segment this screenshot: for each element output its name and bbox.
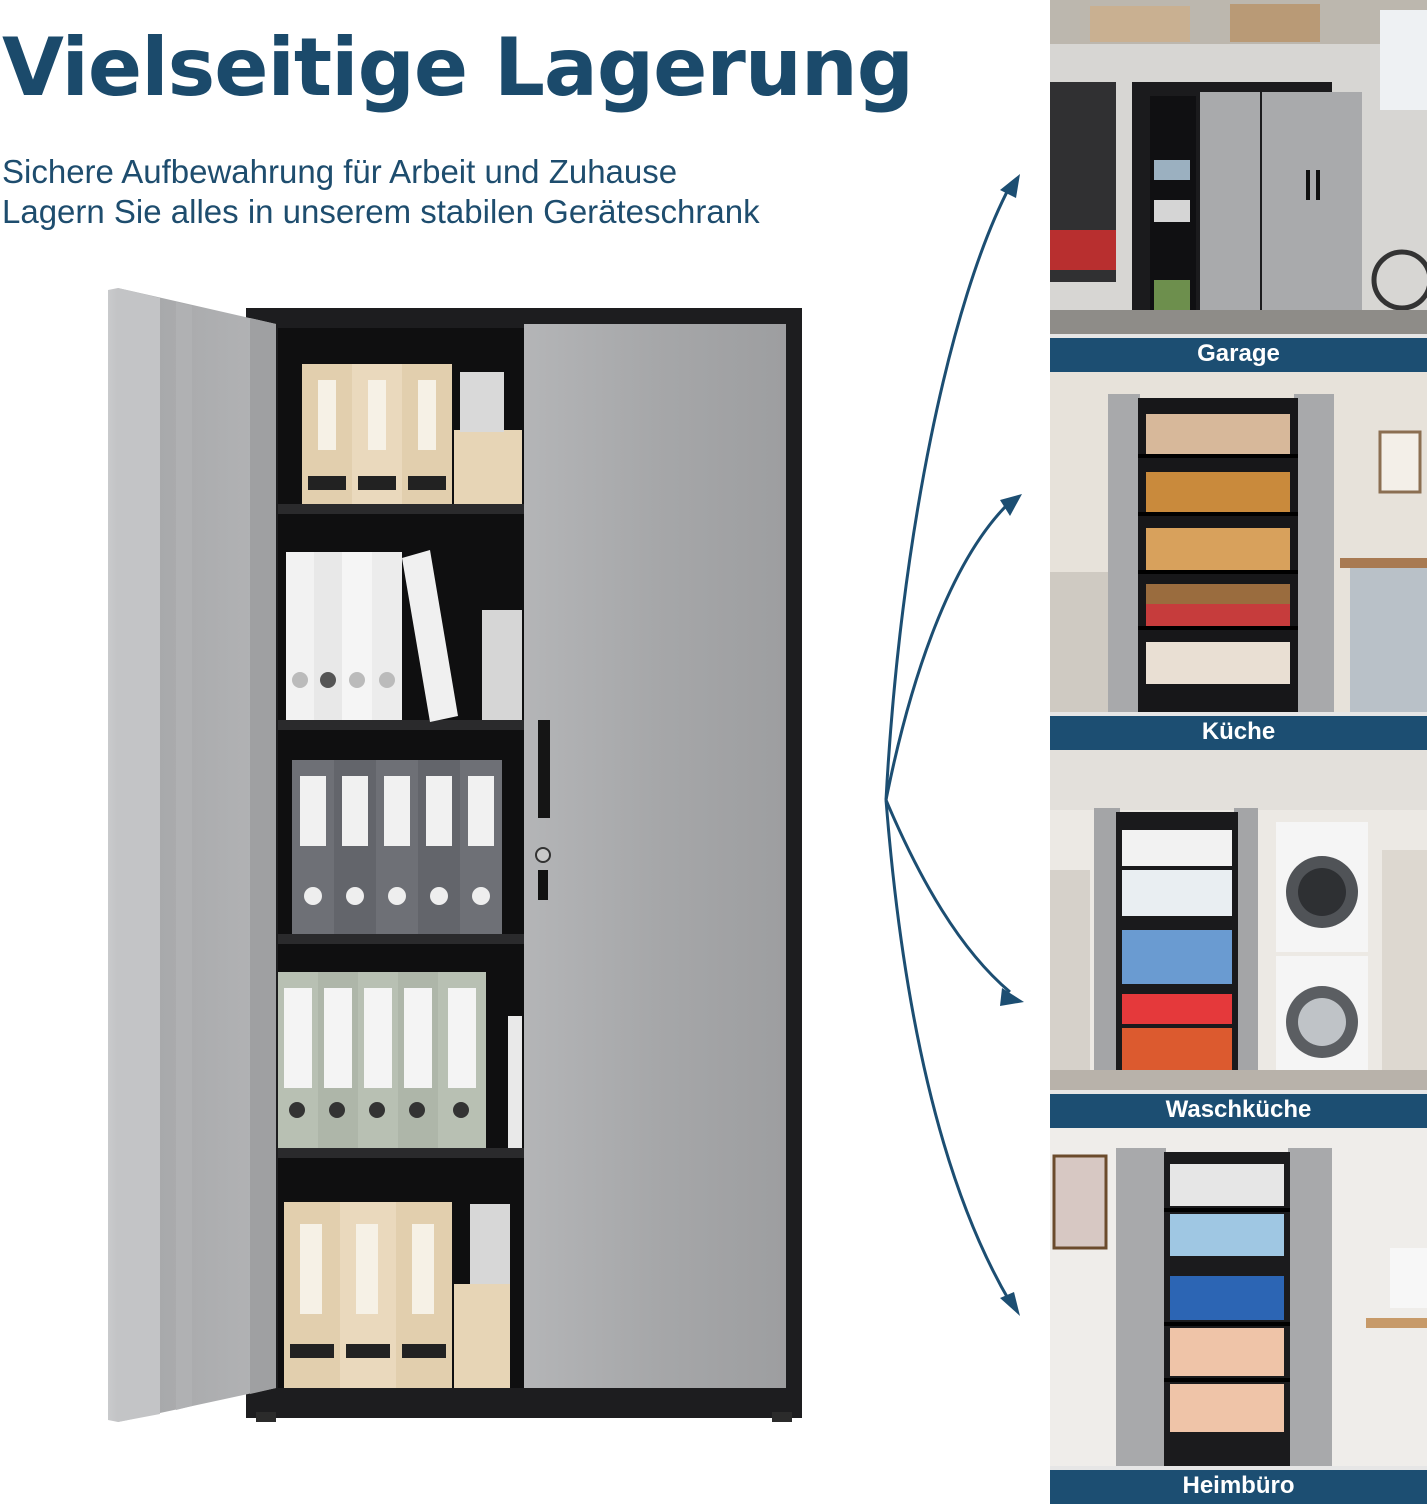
scene-label-garage: Garage [1050, 334, 1427, 372]
arrow-head-icon [1000, 1292, 1020, 1316]
scene-office-image [1050, 1128, 1427, 1468]
door-handle [538, 720, 550, 818]
subtitle-line-1: Sichere Aufbewahrung für Arbeit und Zuha… [2, 153, 678, 190]
arrow-head-icon [1000, 494, 1022, 516]
scene-label-office: Heimbüro [1050, 1466, 1427, 1504]
gray-binders [292, 760, 502, 934]
magazine-files-bottom [284, 1202, 510, 1388]
arrow-head-icon [1000, 174, 1020, 198]
right-door [524, 324, 786, 1388]
arrow-head-icon [1000, 988, 1024, 1006]
scene-laundry-image [1050, 750, 1427, 1092]
cabinet-illustration [108, 288, 802, 1422]
headline: Vielseitige Lagerung [2, 21, 914, 114]
white-binders [286, 550, 522, 722]
lock-icon [535, 847, 551, 863]
scene-garage-image [1050, 0, 1427, 336]
subtitle-line-2: Lagern Sie alles in unserem stabilen Ger… [2, 193, 760, 230]
shelf [278, 720, 524, 730]
scene-label-kitchen: Küche [1050, 712, 1427, 750]
green-binders [278, 972, 522, 1148]
shelf [278, 1148, 524, 1158]
magazine-files [302, 364, 522, 504]
scene-label-laundry: Waschküche [1050, 1090, 1427, 1128]
scene-kitchen-image [1050, 372, 1427, 714]
shelf [278, 504, 524, 514]
connector-arrows [884, 174, 1024, 1316]
shelf [278, 934, 524, 944]
